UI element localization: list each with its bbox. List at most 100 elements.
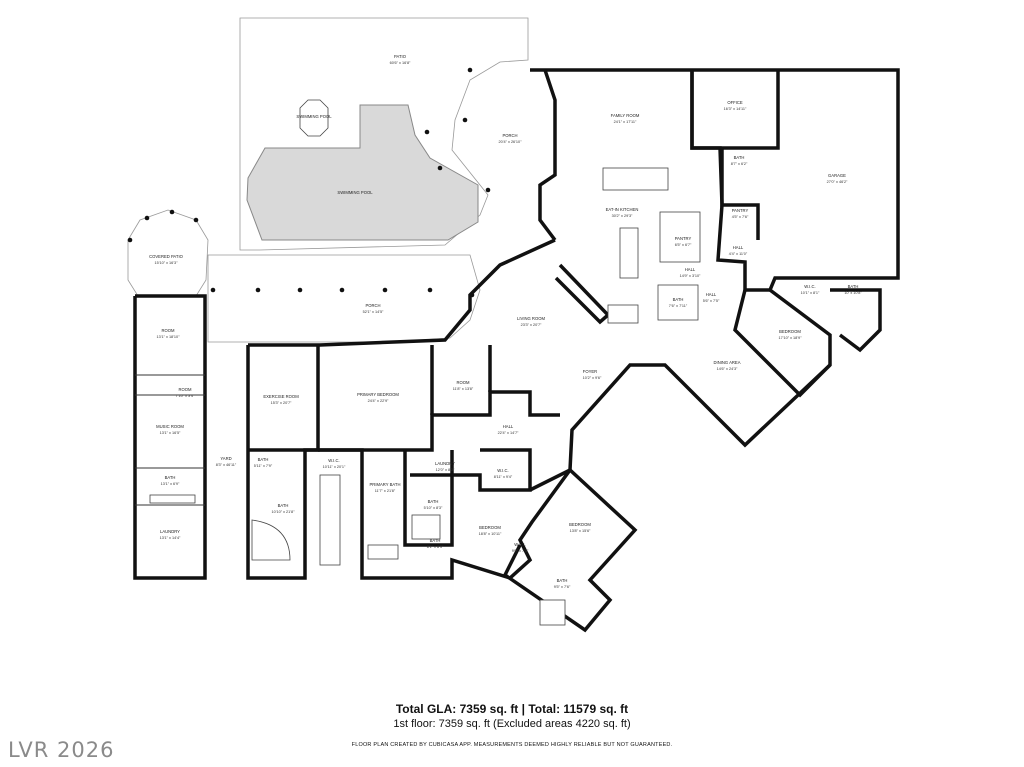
svg-text:7'6" x 7'11": 7'6" x 7'11": [669, 304, 688, 308]
svg-text:8'7" x 6'2": 8'7" x 6'2": [731, 162, 748, 166]
room-garage: GARAGE 27'0" x 46'2": [827, 173, 848, 184]
disclaimer-text: FLOOR PLAN CREATED BY CUBICASA APP. MEAS…: [351, 742, 673, 748]
svg-text:27'0" x 46'2": 27'0" x 46'2": [827, 180, 848, 184]
svg-text:YARD: YARD: [220, 456, 231, 461]
room-wic-primary: W.I.C. 10'11" x 20'1": [323, 458, 346, 469]
svg-text:13'1" x 16'5": 13'1" x 16'5": [160, 431, 181, 435]
svg-text:8'3" x 46'11": 8'3" x 46'11": [216, 463, 237, 467]
svg-text:BEDROOM: BEDROOM: [779, 329, 801, 334]
room-bedroom-right: BEDROOM 17'10" x 18'9": [779, 329, 803, 340]
kitchen-island: [619, 227, 639, 279]
svg-text:23'3" x 20'7": 23'3" x 20'7": [521, 323, 542, 327]
svg-text:PORCH: PORCH: [502, 133, 517, 138]
spa-shape: [299, 99, 329, 137]
svg-text:FOYER: FOYER: [583, 369, 597, 374]
bath-lower-tub: [539, 599, 566, 626]
room-bath-far-right: BATH 10' x 10'8": [844, 284, 862, 295]
svg-text:16'3" x 14'11": 16'3" x 14'11": [724, 107, 747, 111]
svg-text:10' x 10'8": 10' x 10'8": [844, 291, 862, 295]
svg-text:10'11" x 20'1": 10'11" x 20'1": [323, 465, 346, 469]
svg-text:PRIMARY BEDROOM: PRIMARY BEDROOM: [357, 392, 399, 397]
svg-text:5'6" x 7'5": 5'6" x 7'5": [703, 299, 720, 303]
svg-text:W.I.C.: W.I.C.: [514, 542, 525, 547]
room-pantry-1: PANTRY 6'5" x 6'7": [675, 236, 692, 247]
svg-text:BATH: BATH: [258, 457, 269, 462]
svg-text:FAMILY ROOM: FAMILY ROOM: [611, 113, 640, 118]
svg-text:BEDROOM: BEDROOM: [479, 525, 501, 530]
svg-text:HALL: HALL: [685, 267, 696, 272]
svg-text:15'10" x 16'3": 15'10" x 16'3": [155, 261, 179, 265]
svg-text:10'10" x 21'8": 10'10" x 21'8": [272, 510, 296, 514]
svg-text:W.I.C.: W.I.C.: [328, 458, 339, 463]
svg-text:LAUNDRY: LAUNDRY: [435, 461, 455, 466]
svg-text:HALL: HALL: [503, 424, 514, 429]
svg-text:5'11" x 7'9": 5'11" x 7'9": [254, 464, 273, 468]
svg-text:60'6" x 16'8": 60'6" x 16'8": [390, 61, 411, 65]
swimming-pool-shape: [246, 104, 479, 241]
room-bath-garage: BATH 8'7" x 6'2": [731, 155, 748, 166]
room-wic-center: W.I.C. 8'11" x 9'4": [494, 468, 513, 479]
room-swimming-pool: SWIMMING POOL: [337, 190, 373, 195]
svg-text:24'4" x 22'9": 24'4" x 22'9": [368, 399, 389, 403]
svg-text:30'2" x 29'3": 30'2" x 29'3": [612, 214, 633, 218]
svg-text:22'4" x 14'7": 22'4" x 14'7": [498, 431, 519, 435]
room-bath-left: BATH 13'1" x 6'9": [161, 475, 180, 486]
room-pantry-2: PANTRY 4'5" x 7'6": [732, 208, 749, 219]
shower-box: [411, 514, 441, 540]
wic-shelving: [319, 474, 341, 566]
svg-text:9'0" x 7'3": 9'0" x 7'3": [512, 549, 529, 553]
svg-text:BEDROOM: BEDROOM: [569, 522, 591, 527]
svg-text:12'0" x 8'3": 12'0" x 8'3": [436, 468, 455, 472]
svg-text:10'2" x 9'6": 10'2" x 9'6": [583, 376, 602, 380]
svg-text:PANTRY: PANTRY: [675, 236, 692, 241]
svg-text:DINING AREA: DINING AREA: [714, 360, 741, 365]
floor-area-summary: 1st floor: 7359 sq. ft (Excluded areas 4…: [393, 718, 631, 730]
room-swimming-spa: SWIMMING POOL: [296, 114, 332, 119]
svg-text:BATH: BATH: [734, 155, 745, 160]
fireplace-box: [607, 304, 639, 324]
svg-text:EAT-IN KITCHEN: EAT-IN KITCHEN: [606, 207, 639, 212]
svg-text:13'1" x 18'10": 13'1" x 18'10": [157, 335, 181, 339]
covered-patio-area: [127, 209, 209, 297]
room-laundry-center: LAUNDRY 12'0" x 8'3": [435, 461, 455, 472]
svg-text:BATH: BATH: [848, 284, 859, 289]
svg-text:11'7" x 21'8": 11'7" x 21'8": [375, 489, 396, 493]
svg-text:GARAGE: GARAGE: [828, 173, 846, 178]
svg-text:13'8" x 15'6": 13'8" x 15'6": [570, 529, 591, 533]
kitchen-counter: [602, 167, 669, 191]
svg-text:4'5" x 7'6": 4'5" x 7'6": [732, 215, 749, 219]
primary-bathtub: [367, 544, 399, 560]
room-hall-center: HALL 22'4" x 14'7": [498, 424, 519, 435]
svg-text:W.I.C.: W.I.C.: [497, 468, 508, 473]
svg-text:13'1" x 6'9": 13'1" x 6'9": [161, 482, 180, 486]
svg-text:PRIMARY BATH: PRIMARY BATH: [370, 482, 401, 487]
svg-text:8'1" x 8'3": 8'1" x 8'3": [427, 545, 444, 549]
svg-text:17'10" x 18'9": 17'10" x 18'9": [779, 336, 803, 340]
svg-text:BATH: BATH: [165, 475, 176, 480]
svg-text:10'1" x 8'1": 10'1" x 8'1": [801, 291, 820, 295]
room-primary-bedroom: PRIMARY BEDROOM 24'4" x 22'9": [357, 392, 399, 403]
svg-text:52'1" x 14'5": 52'1" x 14'5": [363, 310, 384, 314]
svg-text:11'8" x 13'8": 11'8" x 13'8": [453, 387, 474, 391]
svg-text:ROOM: ROOM: [178, 387, 192, 392]
svg-text:8'11" x 9'4": 8'11" x 9'4": [494, 475, 513, 479]
svg-text:COVERED PATIO: COVERED PATIO: [149, 254, 184, 259]
svg-text:PANTRY: PANTRY: [732, 208, 749, 213]
svg-text:BATH: BATH: [673, 297, 684, 302]
svg-text:6'5" x 6'7": 6'5" x 6'7": [675, 243, 692, 247]
